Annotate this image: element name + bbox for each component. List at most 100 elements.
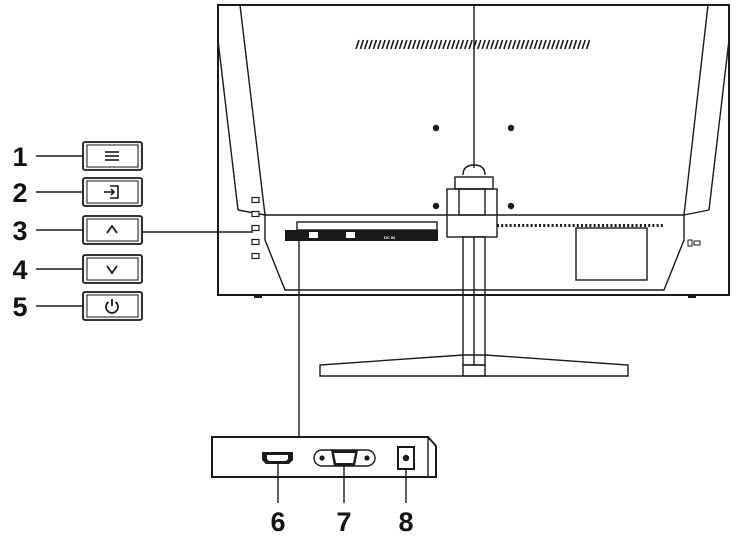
vent-slot xyxy=(564,39,569,50)
edge-notch xyxy=(513,224,516,227)
vent-slot xyxy=(503,39,508,50)
vent-slot xyxy=(490,39,495,50)
vent-slot xyxy=(568,39,573,50)
dc-in-label: DC IN xyxy=(384,235,395,240)
edge-notch xyxy=(631,224,634,227)
button-4: 4 xyxy=(12,254,143,285)
vent-slot xyxy=(442,39,447,50)
vent-slot xyxy=(524,39,530,50)
vent-slot xyxy=(411,39,417,50)
callout-2: 2 xyxy=(12,178,27,208)
control-buttons: 1 2 3 4 5 xyxy=(12,141,143,322)
port-panel xyxy=(211,240,437,478)
edge-notch xyxy=(530,224,533,227)
chevron-down-icon xyxy=(106,265,118,275)
vent-slot xyxy=(368,39,373,50)
vent-slot xyxy=(424,39,430,50)
edge-notch xyxy=(593,224,596,227)
vent-slot xyxy=(363,39,369,50)
edge-notch xyxy=(522,224,525,227)
dc-in-port-icon xyxy=(397,446,415,470)
vent-slot xyxy=(581,39,586,50)
side-button xyxy=(251,224,260,232)
button-2: 2 xyxy=(12,177,143,208)
vent-slot xyxy=(546,39,552,50)
edge-detail xyxy=(497,224,663,227)
vent-slot xyxy=(507,39,513,50)
vent-slot xyxy=(559,39,565,50)
vent-slot xyxy=(429,39,434,50)
edge-notch xyxy=(568,224,571,227)
vent-slot xyxy=(420,39,426,50)
vent-slot xyxy=(376,39,382,50)
vent-slot xyxy=(481,39,486,50)
button-1: 1 xyxy=(12,141,143,172)
edge-notch xyxy=(555,224,558,227)
hdmi-port-icon xyxy=(262,452,293,464)
edge-notch xyxy=(602,224,604,227)
vent-slot xyxy=(372,39,378,50)
vent-slot xyxy=(572,39,578,50)
edge-notch xyxy=(585,224,588,227)
edge-notch xyxy=(589,224,592,227)
edge-notch xyxy=(497,224,499,227)
edge-notch xyxy=(543,224,546,227)
vent-slot xyxy=(450,39,456,50)
vent-slot xyxy=(550,39,556,50)
edge-notch xyxy=(547,224,550,227)
vesa-mount-holes xyxy=(432,124,515,210)
callout-3: 3 xyxy=(12,216,27,246)
side-button xyxy=(251,252,260,260)
vent-slot xyxy=(433,39,439,50)
vent-slot xyxy=(520,39,526,50)
vent-slot xyxy=(416,39,421,50)
vent-slot xyxy=(477,39,482,50)
vent-slot xyxy=(585,39,591,50)
side-button xyxy=(251,210,260,218)
label-plate xyxy=(575,227,648,281)
vent-slot xyxy=(498,39,504,50)
vent-slot xyxy=(533,39,539,50)
edge-notch xyxy=(610,224,613,227)
input-source-icon xyxy=(104,185,119,199)
edge-notch xyxy=(639,224,642,227)
vent-slot xyxy=(537,39,543,50)
edge-notch xyxy=(623,224,625,227)
edge-notch xyxy=(581,224,583,227)
edge-notch xyxy=(526,224,529,227)
edge-notch xyxy=(627,224,630,227)
vent-grille xyxy=(355,39,591,50)
vent-slot xyxy=(394,39,399,50)
vent-slot xyxy=(468,39,473,50)
callout-1: 1 xyxy=(12,142,27,172)
edge-notch xyxy=(644,224,646,227)
edge-notch xyxy=(518,224,520,227)
edge-notch xyxy=(560,224,562,227)
callout-5: 5 xyxy=(12,292,27,322)
edge-notch xyxy=(564,224,567,227)
edge-notch xyxy=(572,224,575,227)
vent-slot xyxy=(381,39,386,50)
vent-slot xyxy=(355,39,360,50)
side-button-markers xyxy=(251,196,260,260)
button-3: 3 xyxy=(12,215,143,246)
callout-4: 4 xyxy=(12,255,27,285)
button-5: 5 xyxy=(12,291,143,322)
vent-slot xyxy=(385,39,391,50)
power-icon xyxy=(105,299,119,314)
edge-notch xyxy=(635,224,638,227)
vent-slot xyxy=(398,39,404,50)
edge-notch xyxy=(614,224,617,227)
vent-slot xyxy=(455,39,460,50)
callout-8: 8 xyxy=(398,507,413,536)
edge-notch xyxy=(606,224,609,227)
menu-icon xyxy=(105,151,119,161)
vga-port-icon xyxy=(313,449,376,467)
vent-slot xyxy=(407,39,412,50)
vent-slot xyxy=(494,39,499,50)
edge-notch xyxy=(660,224,663,227)
vent-slot xyxy=(511,39,517,50)
edge-notch xyxy=(648,224,651,227)
side-button xyxy=(251,196,260,204)
